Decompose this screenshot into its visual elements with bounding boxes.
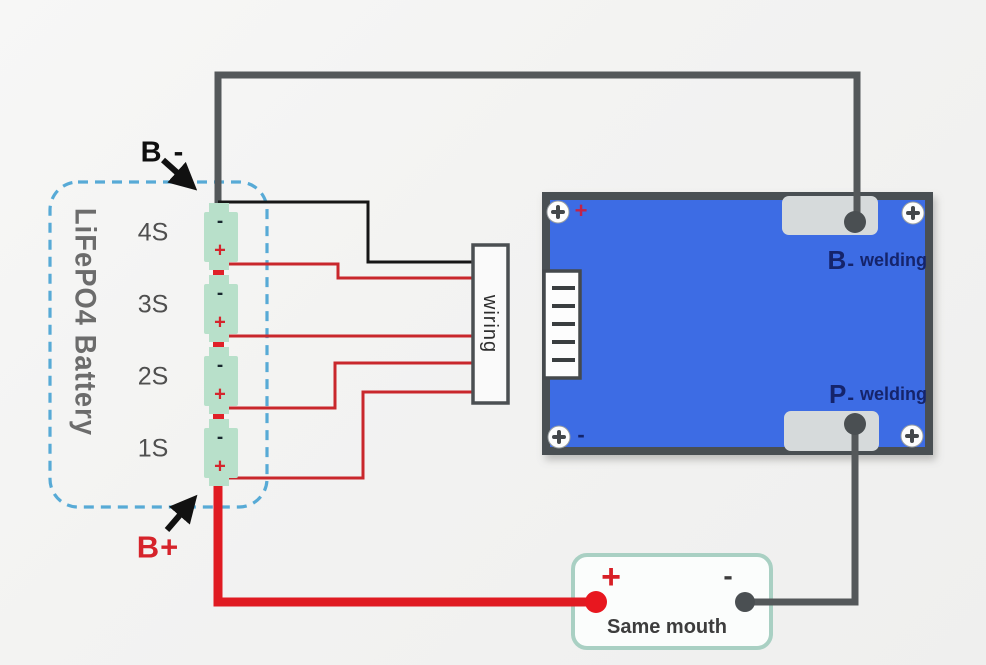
b-minus-welding-label: B - welding	[828, 246, 927, 274]
b-welding-minus: -	[847, 253, 854, 275]
b-welding-word: welding	[860, 250, 927, 270]
bms-board-pcb	[542, 192, 933, 455]
battery-cells	[204, 203, 238, 486]
p-welding-word: welding	[860, 384, 927, 404]
screw-top-right-icon	[901, 201, 925, 225]
cell-4s-minus-mark: -	[216, 211, 224, 232]
p-minus-solder-point	[844, 413, 866, 435]
balance-header-connector	[542, 269, 582, 380]
bms-board	[542, 192, 933, 455]
balance-wire-4s	[218, 262, 473, 280]
cell-1s-minus-mark: -	[216, 427, 224, 448]
cell-2s-plus-mark: +	[214, 383, 226, 406]
b-minus-power-wire	[214, 71, 861, 222]
cell-4s-bottom-tab	[209, 261, 229, 270]
cell-2s-top-tab	[209, 347, 229, 357]
wiring-connector-box	[471, 243, 510, 405]
board-screws	[546, 200, 925, 449]
cell-2s-bottom-tab	[209, 405, 229, 414]
balance-wire-1s	[218, 390, 473, 480]
screw-top-left-icon	[546, 200, 570, 224]
screw-bottom-left-icon	[547, 425, 571, 449]
p-welding-letter: P	[828, 379, 847, 409]
cell-4s-plus-mark: +	[214, 239, 226, 262]
cell-4s-body	[204, 212, 238, 262]
wiring-connector-label: wiring	[479, 294, 501, 354]
cell-3s-top-tab	[209, 275, 229, 285]
port-minus-terminal	[735, 592, 755, 612]
board-plus-marker: +	[574, 198, 588, 223]
p-welding-minus: -	[847, 387, 854, 409]
cell-4s-top-tab	[209, 203, 229, 213]
port-plus-marker: +	[601, 558, 621, 596]
b-plus-power-wire	[213, 480, 596, 607]
output-port-label: Same mouth	[606, 616, 728, 638]
cell-1s-plus-mark: +	[214, 455, 226, 478]
cell-3s-plus-mark: +	[214, 311, 226, 334]
cell-label-3s: 3S	[137, 290, 169, 319]
b-plus-arrow-icon	[164, 494, 198, 532]
p-minus-welding-label: P - welding	[829, 380, 927, 408]
balance-wire-2s	[218, 361, 473, 410]
port-plus-terminal	[585, 591, 607, 613]
cell-label-2s: 2S	[137, 362, 169, 391]
cell-1s-bottom-tab	[209, 477, 229, 486]
b-plus-label: B+	[136, 529, 180, 565]
cell-label-1s: 1S	[137, 434, 169, 463]
cell-2s-minus-mark: -	[216, 355, 224, 376]
cell-1s-body	[204, 428, 238, 478]
cell-3s-body	[204, 284, 238, 334]
cell-3s-minus-mark: -	[216, 283, 224, 304]
b-welding-letter: B	[827, 245, 847, 275]
b-minus-arrow-icon	[161, 157, 198, 191]
cell-link-2s-1s	[213, 408, 224, 424]
cell-label-4s: 4S	[137, 218, 169, 247]
port-minus-marker: -	[723, 560, 733, 591]
board-minus-marker: -	[577, 422, 585, 447]
cell-1s-top-tab	[209, 419, 229, 429]
p-minus-output-wire	[745, 424, 859, 606]
battery-pack-title: LiFePO4 Battery	[68, 207, 104, 437]
b-minus-solder-point	[844, 211, 866, 233]
battery-pack-dashed-outline	[48, 180, 269, 509]
b-minus-label: B -	[140, 136, 186, 169]
cell-link-3s-2s	[213, 336, 224, 352]
balance-wire-b-minus	[218, 200, 473, 264]
cell-link-4s-3s	[213, 264, 224, 280]
cell-2s-body	[204, 356, 238, 406]
screw-bottom-right-icon	[900, 424, 924, 448]
cell-3s-bottom-tab	[209, 333, 229, 342]
p-minus-solder-pad	[784, 411, 879, 451]
